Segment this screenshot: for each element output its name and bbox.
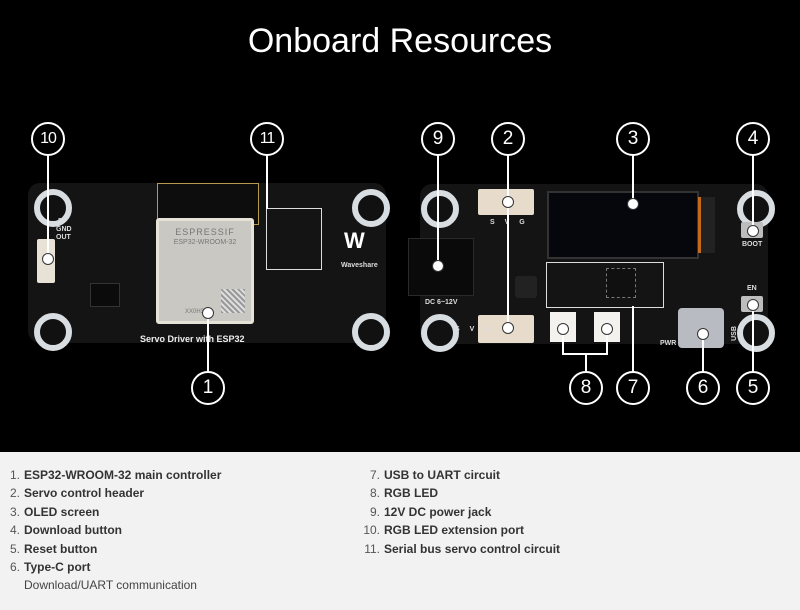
leader-10 (47, 155, 49, 259)
pwr-label: PWR (660, 340, 677, 347)
pointer-dot-10 (42, 253, 54, 265)
oled-screen (547, 191, 699, 259)
legend-item: 8.RGB LED (369, 486, 438, 501)
pin-label-gnd: GND (56, 226, 72, 233)
usb-uart-highlight (546, 262, 664, 308)
leader-7 (632, 306, 634, 372)
legend-left-column: 1.ESP32-WROOM-32 main controller 2.Servo… (0, 466, 221, 594)
en-label: EN (747, 285, 757, 292)
boot-label: BOOT (742, 241, 763, 248)
waveshare-logo: W (344, 228, 365, 253)
pointer-dot-1 (202, 307, 214, 319)
mount-hole (421, 314, 459, 352)
legend-panel: 1.ESP32-WROOM-32 main controller 2.Servo… (0, 452, 800, 610)
leader-8 (585, 353, 587, 371)
leader-1 (207, 313, 209, 371)
inductor (515, 276, 537, 298)
leader-4 (752, 155, 754, 230)
leader-2 (507, 155, 509, 325)
mount-hole (737, 314, 775, 352)
legend-item: 1.ESP32-WROOM-32 main controller (9, 468, 222, 482)
header-bottom-pins: S V G (455, 326, 494, 333)
callout-4: 4 (736, 122, 770, 156)
mount-hole (352, 189, 390, 227)
legend-item: 10.RGB LED extension port (363, 523, 525, 538)
pointer-dot-6 (697, 328, 709, 340)
pin-label-5v: 5V (58, 218, 67, 225)
product-image-area: Onboard Resources ESPRESSIF ESP32-WROOM-… (28, 22, 775, 405)
pointer-dot-2a (502, 196, 514, 208)
callout-3: 3 (616, 122, 650, 156)
callout-5: 5 (736, 371, 770, 405)
legend-item: 9.12V DC power jack (369, 504, 492, 519)
qr-code (221, 289, 245, 313)
mount-hole (34, 313, 72, 351)
legend-item: 2.Servo control header (9, 486, 145, 501)
mount-hole (34, 189, 72, 227)
waveshare-logo-text: Waveshare (341, 262, 378, 269)
module-brand: ESPRESSIF (175, 227, 235, 237)
legend-item-subtext: Download/UART communication (24, 578, 197, 593)
leader-8b (606, 330, 608, 354)
legend-item: 7.USB to UART circuit (369, 468, 501, 482)
legend-item: 5.Reset button (9, 541, 98, 556)
pointer-dot-3 (627, 198, 639, 210)
usb-uart-chip (606, 268, 636, 298)
silkscreen-title: Servo Driver with ESP32 (140, 334, 245, 344)
voltage-regulator (90, 283, 120, 307)
callout-6: 6 (686, 371, 720, 405)
usb-label: USB (730, 326, 738, 341)
callout-7: 7 (616, 371, 650, 405)
module-code: XX0H32 (185, 309, 208, 315)
leader-11 (266, 155, 268, 209)
pointer-dot-4 (747, 225, 759, 237)
oled-flex (698, 197, 715, 253)
legend-item: 3.OLED screen (9, 504, 100, 519)
leader-6 (702, 333, 704, 373)
header-top-pins: S V G (490, 219, 529, 226)
leader-3 (632, 155, 634, 203)
pointer-dot-8b (601, 323, 613, 335)
legend-item: 6.Type-C port (9, 560, 91, 575)
callout-9: 9 (421, 122, 455, 156)
pointer-dot-8a (557, 323, 569, 335)
pointer-dot-2b (502, 322, 514, 334)
dc-label: DC 6~12V (425, 299, 458, 306)
servo-circuit-highlight (266, 208, 322, 270)
callout-11: 11 (250, 122, 284, 156)
page-title: Onboard Resources (247, 22, 553, 60)
pointer-dot-5 (747, 299, 759, 311)
esp32-module: ESPRESSIF ESP32-WROOM-32 XX0H32 (156, 218, 254, 324)
legend-item: 4.Download button (9, 523, 122, 538)
leader-5 (752, 304, 754, 372)
callout-8: 8 (569, 371, 603, 405)
pin-label-out: OUT (56, 234, 71, 241)
pointer-dot-9 (432, 260, 444, 272)
mount-hole (352, 313, 390, 351)
legend-item: 11.Serial bus servo control circuit (364, 541, 561, 556)
callout-2: 2 (491, 122, 525, 156)
callout-1: 1 (191, 371, 225, 405)
callout-10: 10 (31, 122, 65, 156)
legend-right-column: 7.USB to UART circuit 8.RGB LED 9.12V DC… (360, 466, 560, 558)
module-model: ESP32-WROOM-32 (173, 239, 237, 246)
leader-9 (437, 155, 439, 261)
mount-hole (421, 190, 459, 228)
leader-8a (562, 330, 564, 354)
